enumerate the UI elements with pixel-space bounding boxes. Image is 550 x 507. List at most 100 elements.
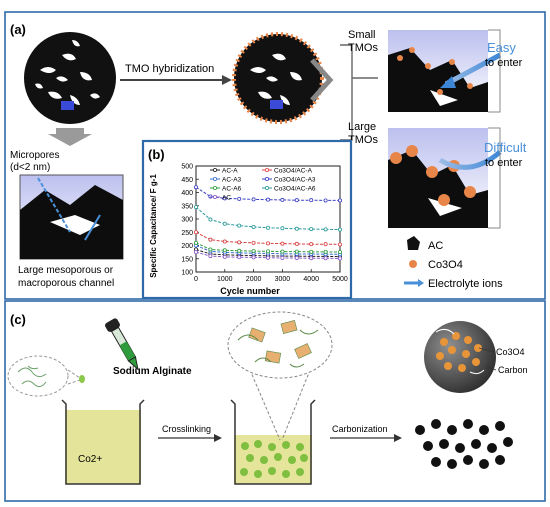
easy-label: Easy	[487, 40, 516, 55]
data-point	[323, 198, 328, 203]
data-point	[193, 185, 198, 190]
large-tmo-box	[388, 127, 502, 229]
ac-legend-icon	[407, 236, 420, 250]
data-point	[294, 249, 299, 254]
legend-marker	[264, 167, 269, 172]
data-point	[208, 237, 213, 242]
gel-bead-bubble	[227, 311, 333, 379]
data-point	[309, 256, 314, 261]
data-point	[309, 249, 314, 254]
data-point	[309, 242, 314, 247]
y-tick-label: 450	[181, 177, 193, 184]
chart-legend: AC-AAC-A3AC-A6ACCo3O4/AC-ACo3O4/AC-A3Co3…	[210, 168, 316, 202]
legend-label: Co3O4/AC-A3	[274, 177, 316, 184]
zoom-down-arrow	[48, 128, 92, 146]
legend-electrolyte: Electrolyte ions	[428, 278, 503, 290]
data-point	[323, 256, 328, 261]
crosslinking-label: Crosslinking	[162, 424, 211, 434]
y-tick-label: 200	[181, 243, 193, 250]
small-tmos-line2: TMOs	[348, 42, 378, 54]
data-point	[237, 240, 242, 245]
small-tmos-line1: Small	[348, 29, 376, 41]
micropores-size: (d<2 nm)	[10, 162, 50, 173]
data-point	[237, 223, 242, 228]
channel-label-line1: Large mesoporous or	[18, 265, 114, 276]
y-tick-label: 150	[181, 256, 193, 263]
sodium-alginate-label: Sodium Alginate	[113, 366, 192, 377]
carbonized-beads	[415, 419, 513, 469]
beaker-cobalt	[61, 399, 145, 485]
y-tick-label: 400	[181, 190, 193, 197]
chart-series-group	[193, 185, 342, 261]
data-point	[280, 249, 285, 254]
data-point	[222, 196, 227, 201]
data-point	[337, 256, 342, 261]
chart-label: (b)	[148, 147, 165, 162]
data-point	[222, 248, 227, 253]
data-point	[309, 227, 314, 232]
data-point	[222, 221, 227, 226]
x-tick-label: 1000	[217, 276, 233, 283]
porous-carbon-sphere	[24, 32, 116, 124]
hybridization-text: TMO hybridization	[125, 63, 214, 75]
data-point	[193, 230, 198, 235]
cobalt-ion-label: Co2+	[78, 454, 102, 465]
panel-c-label: (c)	[10, 312, 26, 327]
difficult-label: Difficult	[484, 140, 527, 155]
legend-ac: AC	[428, 240, 443, 252]
y-tick-label: 500	[181, 164, 193, 171]
legend-marker	[212, 194, 217, 199]
legend-marker	[264, 176, 269, 181]
legend-marker	[212, 185, 217, 190]
data-point	[337, 250, 342, 255]
electrolyte-legend-arrowhead	[418, 279, 424, 287]
data-point	[294, 255, 299, 260]
legend-label: AC	[222, 195, 231, 202]
dropper	[105, 318, 139, 371]
data-point	[251, 224, 256, 229]
difficult-sub-label: to enter	[485, 157, 523, 169]
data-point	[208, 217, 213, 222]
data-point	[265, 241, 270, 246]
data-point	[208, 254, 213, 259]
data-point	[193, 250, 198, 255]
data-point	[294, 241, 299, 246]
data-point	[237, 248, 242, 253]
large-tmos-line2: TMOs	[348, 134, 378, 146]
data-point	[323, 227, 328, 232]
legend-marker	[264, 185, 269, 190]
data-point	[280, 255, 285, 260]
data-point	[337, 242, 342, 247]
y-tick-label: 250	[181, 230, 193, 237]
crosslinking-arrowhead	[214, 434, 222, 442]
data-point	[208, 194, 213, 199]
x-tick-label: 2000	[246, 276, 262, 283]
data-point	[237, 255, 242, 260]
data-point	[251, 255, 256, 260]
co3o4-sphere-label: Co3O4	[496, 347, 525, 357]
legend-label: Co3O4/AC-A	[274, 168, 313, 175]
carbon-composite-sphere	[424, 321, 496, 393]
x-tick-label: 5000	[332, 276, 348, 283]
data-point	[294, 226, 299, 231]
legend-marker	[212, 176, 217, 181]
data-point	[265, 197, 270, 202]
panel-a-legend: AC Co3O4 Electrolyte ions	[404, 236, 503, 290]
data-point	[193, 205, 198, 210]
data-point	[337, 227, 342, 232]
legend-co3o4: Co3O4	[428, 259, 463, 271]
data-point	[251, 197, 256, 202]
carbonization-label: Carbonization	[332, 424, 388, 434]
data-point	[222, 254, 227, 259]
data-point	[265, 225, 270, 230]
data-point	[265, 255, 270, 260]
legend-label: AC-A	[222, 168, 238, 175]
legend-marker	[212, 167, 217, 172]
legend-label: AC-A3	[222, 177, 242, 184]
panel-a-label: (a)	[10, 22, 26, 37]
carbon-sphere-label: Carbon	[498, 365, 528, 375]
hybridization-arrowhead	[222, 75, 232, 85]
data-point	[237, 196, 242, 201]
